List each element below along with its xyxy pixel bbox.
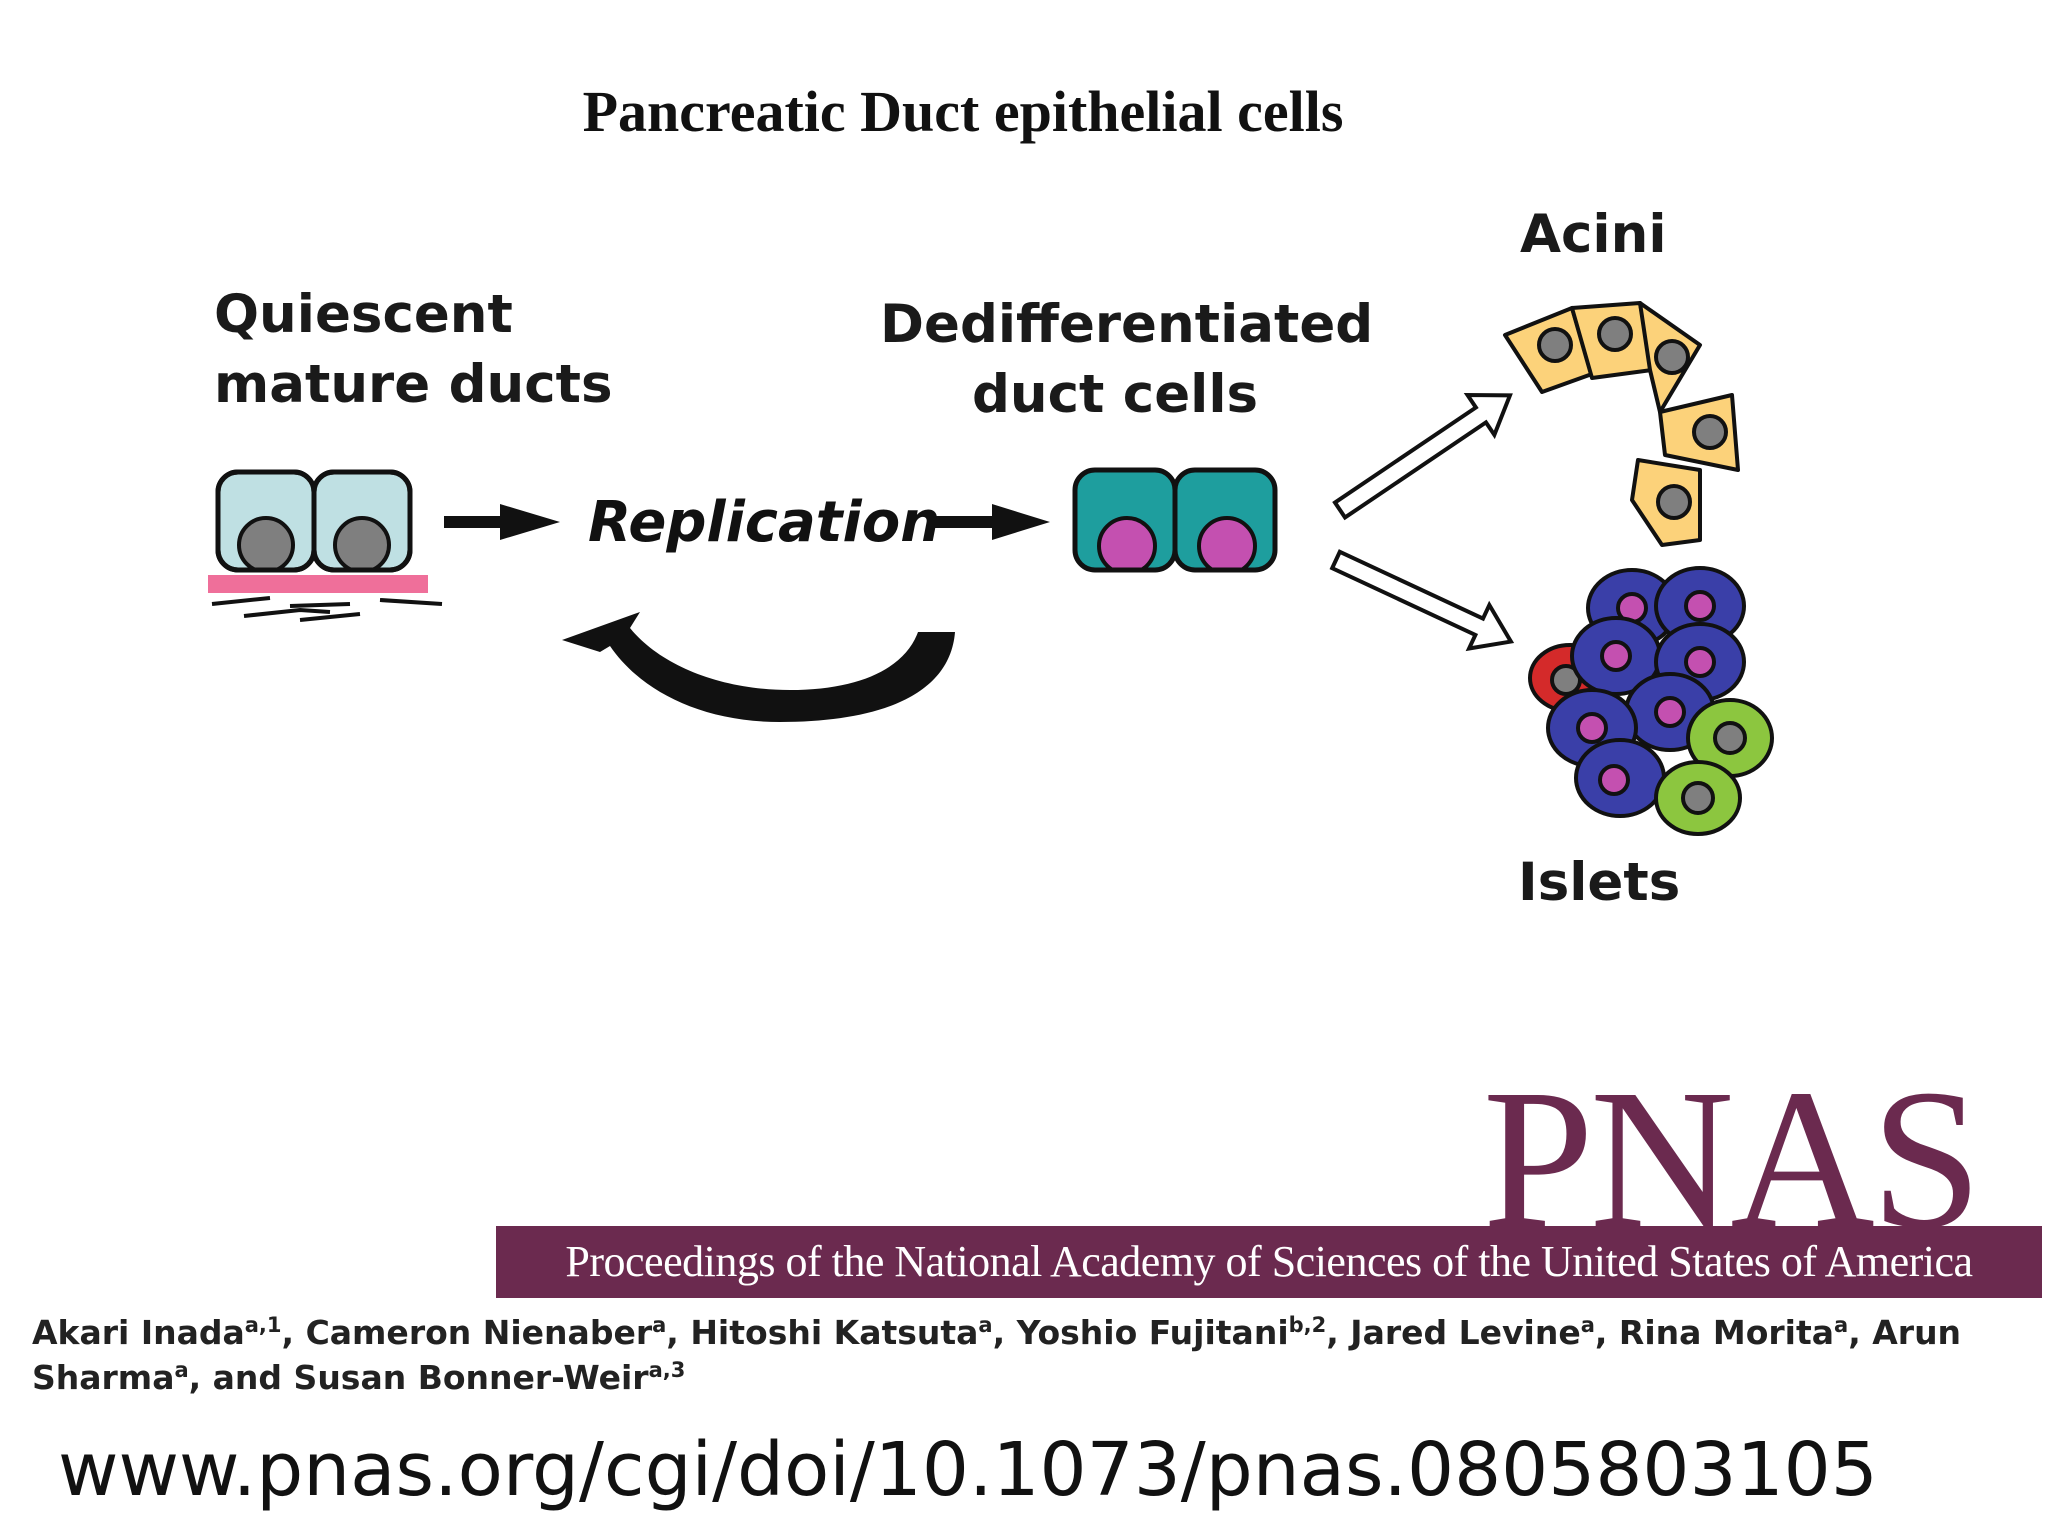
pnas-banner: Proceedings of the National Academy of S… [496, 1226, 2042, 1298]
acinar-nucleus-4 [1692, 414, 1728, 450]
quiescent-nucleus-1 [237, 516, 295, 570]
quiescent-cell-2-outline [311, 469, 413, 573]
label-islets: Islets [1518, 852, 1681, 913]
acinar-nucleus-2 [1597, 316, 1633, 352]
islet-cells [1528, 566, 1774, 836]
author-1: Akari Inadaa,1 [32, 1313, 282, 1352]
author-8: Susan Bonner-Weira,3 [293, 1358, 686, 1397]
islet-blue-nucleus-6 [1576, 712, 1608, 744]
dedifferentiated-duct-cells [1072, 467, 1278, 573]
label-dedifferentiated-line2: duct cells [971, 364, 1259, 425]
basement-membrane [208, 575, 428, 593]
islet-blue-nucleus-5 [1654, 696, 1686, 728]
replication-cycle-arrow [562, 612, 955, 722]
arrow-to-islets [1329, 549, 1515, 652]
label-dedifferentiated: Dedifferentiated duct cells [880, 290, 1374, 430]
author-6: Rina Moritaa [1618, 1313, 1849, 1352]
label-replication: Replication [588, 490, 941, 555]
islet-green-nucleus-1 [1713, 721, 1747, 755]
islet-blue-nucleus-7 [1598, 764, 1630, 796]
arrow-quiescent-to-replication [444, 504, 560, 540]
author-7: Arun Sharmaa [32, 1313, 1962, 1397]
islet-blue-nucleus-2 [1684, 590, 1716, 622]
islet-blue-nucleus-4 [1684, 646, 1716, 678]
dedifferentiated-nucleus-2 [1197, 516, 1257, 570]
dedifferentiated-cell-2-outline [1172, 467, 1278, 573]
dedifferentiated-nucleus-1 [1097, 516, 1157, 570]
label-quiescent: Quiescent mature ducts [214, 280, 613, 420]
author-2: Cameron Nienabera [305, 1313, 667, 1352]
label-dedifferentiated-line1: Dedifferentiated [880, 294, 1374, 355]
label-quiescent-line1: Quiescent [214, 284, 513, 345]
quiescent-nucleus-2 [333, 516, 391, 570]
quiescent-duct-cells [208, 469, 443, 622]
doi-link[interactable]: www.pnas.org/cgi/doi/10.1073/pnas.080580… [58, 1427, 1878, 1513]
islet-blue-nucleus-3 [1600, 640, 1632, 672]
acinar-nucleus-5 [1656, 484, 1692, 520]
acinar-nucleus-1 [1537, 327, 1573, 363]
islet-green-nucleus-2 [1681, 781, 1715, 815]
basement-fibers [211, 596, 443, 622]
label-quiescent-line2: mature ducts [214, 354, 613, 415]
acinar-cells [1503, 301, 1740, 547]
figure-title: Pancreatic Duct epithelial cells [582, 79, 1344, 144]
author-3: Hitoshi Katsutaa [690, 1313, 993, 1352]
author-list: Akari Inadaa,1, Cameron Nienabera, Hitos… [32, 1313, 1962, 1397]
label-acini: Acini [1520, 204, 1667, 265]
author-5: Jared Levinea [1350, 1313, 1595, 1352]
arrow-to-acini [1332, 393, 1513, 521]
author-4: Yoshio Fujitanib,2 [1016, 1313, 1327, 1352]
arrow-replication-to-dedifferentiated [930, 504, 1050, 540]
acinar-nucleus-3 [1654, 339, 1690, 375]
